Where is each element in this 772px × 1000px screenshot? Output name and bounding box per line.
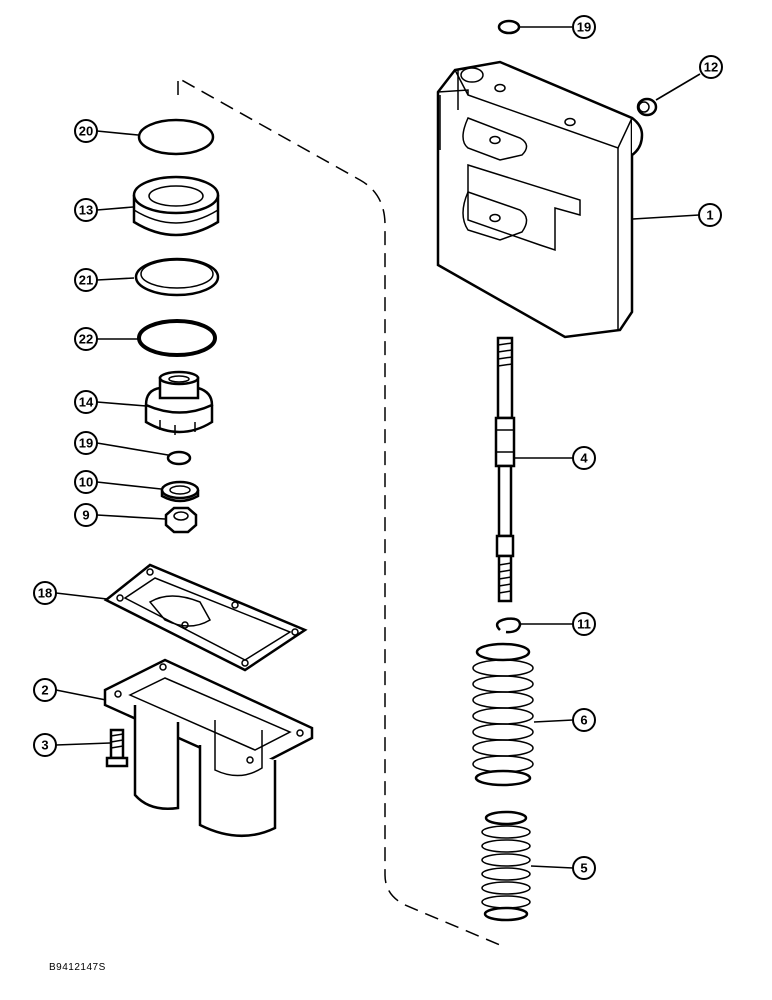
valve-spool	[494, 336, 516, 603]
leader-14	[96, 401, 147, 407]
svg-text:13: 13	[79, 203, 93, 218]
leader-9	[96, 514, 166, 520]
callout-22: 22	[74, 327, 98, 351]
svg-text:18: 18	[38, 586, 52, 601]
callout-9: 9	[74, 503, 98, 527]
leader-10	[96, 481, 162, 490]
svg-text:3: 3	[41, 738, 48, 753]
svg-text:1: 1	[706, 208, 713, 223]
callout-12: 12	[699, 55, 723, 79]
retainer	[144, 370, 214, 435]
leader-5	[530, 865, 574, 869]
svg-text:21: 21	[79, 273, 93, 288]
callout-11: 11	[572, 612, 596, 636]
callout-10: 10	[74, 470, 98, 494]
svg-text:4: 4	[580, 451, 588, 466]
o-ring-thick	[137, 319, 217, 357]
callout-4: 4	[572, 446, 596, 470]
svg-text:11: 11	[577, 617, 591, 632]
snap-ring	[495, 617, 522, 634]
leader-3	[55, 742, 111, 746]
valve-cover	[103, 658, 314, 838]
svg-text:2: 2	[41, 683, 48, 698]
large-spring	[472, 642, 534, 787]
callout-3: 3	[33, 733, 57, 757]
o-ring-large	[137, 118, 215, 156]
svg-text:5: 5	[580, 861, 587, 876]
callout-19-top: 19	[572, 15, 596, 39]
svg-text:12: 12	[704, 60, 718, 75]
valve-housing	[436, 60, 644, 339]
leader-19b	[96, 442, 169, 456]
leader-2	[55, 689, 107, 701]
o-ring-small	[166, 450, 192, 466]
callout-1: 1	[698, 203, 722, 227]
callout-14: 14	[74, 390, 98, 414]
callout-6: 6	[572, 708, 596, 732]
leader-1	[632, 214, 700, 220]
leader-21	[96, 277, 135, 281]
bolt	[105, 728, 129, 768]
svg-text:10: 10	[79, 475, 93, 490]
svg-text:19: 19	[577, 20, 591, 35]
figure-code: B9412147S	[49, 962, 106, 973]
callout-5: 5	[572, 856, 596, 880]
callout-2: 2	[33, 678, 57, 702]
callout-18: 18	[33, 581, 57, 605]
callout-20: 20	[74, 119, 98, 143]
callout-13: 13	[74, 198, 98, 222]
backup-ring	[134, 257, 220, 297]
leader-12	[655, 73, 701, 101]
svg-text:19: 19	[79, 436, 93, 451]
leader-20	[96, 130, 139, 136]
plug-fitting	[636, 97, 658, 117]
o-ring-top	[497, 19, 521, 35]
bushing	[160, 480, 200, 503]
small-spring	[481, 810, 531, 922]
leader-18	[55, 592, 108, 600]
leader-6	[533, 719, 574, 723]
assembly-dashed-line	[177, 76, 501, 946]
leader-13	[96, 206, 134, 211]
callout-21: 21	[74, 268, 98, 292]
svg-text:20: 20	[79, 124, 93, 139]
svg-text:14: 14	[79, 395, 94, 410]
callout-19-left: 19	[74, 431, 98, 455]
svg-text:22: 22	[79, 332, 93, 347]
hex-nut	[164, 506, 198, 534]
gasket	[103, 563, 308, 672]
svg-text:9: 9	[82, 508, 89, 523]
svg-text:6: 6	[580, 713, 587, 728]
seal-assembly	[132, 175, 220, 237]
